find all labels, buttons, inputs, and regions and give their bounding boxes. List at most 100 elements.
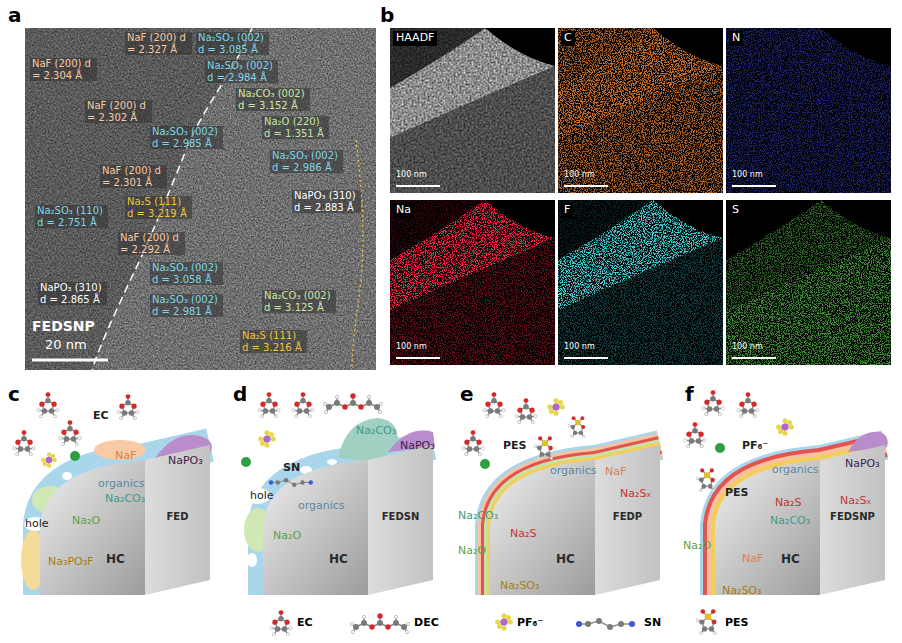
layer-label: NaF [115,450,136,463]
legend-label: PF₆⁻ [517,617,543,630]
layer-label: hole [25,518,49,531]
layer-label: organics [298,500,345,513]
map-label: N [729,31,743,46]
electrode-block: HC FED [40,445,210,595]
lattice-label: Na₂SO₃ (002) d = 2.981 Å [150,294,223,317]
legend-label: EC [297,617,313,630]
molecule-label: EC [93,410,109,423]
substrate-label: HC [781,553,800,567]
legend-label: PES [725,617,749,630]
panel-letter: b [380,4,394,27]
legend-label: SN [644,617,661,630]
layer-label: NaF [605,466,626,479]
layer-label: NaPO₃ [168,455,203,468]
lattice-label: Na₂SO₃ (002) d = 2.984 Å [205,60,278,83]
lattice-label: NaF (200) d = 2.304 Å [30,58,97,81]
scale-label: 100 nm [564,342,595,351]
scale-label: 100 nm [396,170,427,179]
layer-label: Na₃PO₃F [48,556,93,569]
electrolyte-label: FEDSNP [820,511,885,523]
lattice-label: Na₂S (111) d = 3.219 Å [125,196,192,219]
layer-label: organics [98,478,145,491]
electrode-block: HC FEDP [490,445,660,595]
map-label: C [561,31,575,46]
layer-label: Na₂O [683,540,711,553]
panel-letter: a [8,4,22,27]
substrate-label: HC [329,553,348,567]
sei-schematic [13,392,212,595]
substrate-label: HC [106,553,125,567]
lattice-label: Na₂CO₃ (002) d = 3.152 Å [236,88,310,111]
panel-letter: d [233,383,247,406]
layer-label: NaPO₃ [400,440,435,453]
scale-label: 100 nm [732,342,763,351]
layer-label: Na₂S [510,528,536,541]
lattice-label: Na₂SO₃ (110) d = 2.751 Å [35,205,108,228]
layer-label: hole [250,490,274,503]
sei-schematic [462,392,660,595]
lattice-label: Na₂CO₃ (002) d = 3.125 Å [262,290,336,313]
substrate-label: HC [556,553,575,567]
layer-label: Na₂O [273,530,301,543]
lattice-label: NaF (200) d = 2.302 Å [85,100,152,123]
eds-map-tile: N 100 nm [726,28,891,193]
layer-label: NaPO₃ [845,458,880,471]
layer-label: Na₂SO₃ [722,585,761,598]
layer-label: organics [550,465,597,478]
eds-maps [390,28,891,365]
electrode-block: HC FEDSNP [715,445,885,595]
molecule-label: PF₆⁻ [742,440,768,453]
lattice-label: NaF (200) d = 2.292 Å [118,232,185,255]
layer-label: Na₂Sₓ [840,495,871,508]
molecule-label: PES [503,440,527,453]
lattice-label: NaF (200) d = 2.327 Å [125,32,192,55]
layer-label: Na₂CO₃ [105,493,145,506]
eds-map-tile: HAADF 100 nm [390,28,555,193]
electrolyte-label: FEDP [595,511,660,523]
lattice-label: Na₂SO₃ (002) d = 2.986 Å [270,150,343,173]
lattice-label: Na₂SO₃ (002) d = 2.985 Å [150,126,223,149]
lattice-label: NaF (200) d = 2.301 Å [100,165,167,188]
panel-letter: f [685,383,694,406]
panel-letter: e [460,383,474,406]
scale-label: 20 nm [45,338,87,353]
eds-map-tile: F 100 nm [558,200,723,365]
map-label: Na [393,203,414,218]
tem-image [25,28,376,370]
eds-map-tile: S 100 nm [726,200,891,365]
layer-label: Na₂CO₃ [356,425,396,438]
molecule-label: PES [725,487,749,500]
map-label: F [561,203,573,218]
eds-map-tile: C 100 nm [558,28,723,193]
scale-label: 100 nm [396,342,427,351]
map-label: HAADF [393,31,437,46]
layer-label: Na₂O [458,545,486,558]
sei-schematic [684,390,888,595]
scale-label: 100 nm [564,170,595,179]
legend-icons [270,609,717,635]
sei-schematic [241,392,435,595]
lattice-label: Na₂SO₃ (002) d = 3.085 Å [196,32,269,55]
eds-map-tile: Na 100 nm [390,200,555,365]
electrode-block: HC FEDSN [263,445,433,595]
legend-label: DEC [414,617,439,630]
map-label: S [729,203,742,218]
layer-label: organics [772,464,819,477]
layer-label: Na₂Sₓ [620,488,651,501]
layer-label: Na₂SO₃ [500,580,539,593]
layer-label: Na₂O [72,515,100,528]
layer-label: Na₂CO₃ [770,515,810,528]
electrolyte-label: FEDSN [368,511,433,523]
electrolyte-label: FED [145,511,210,523]
sample-label: FEDSNP [32,318,95,334]
molecule-label: SN [283,462,300,475]
scale-label: 100 nm [732,170,763,179]
lattice-label: NaPO₃ (310) d = 2.865 Å [38,282,107,305]
layer-label: NaF [742,553,763,566]
lattice-label: NaPO₃ (310) d = 2.883 Å [292,190,361,213]
layer-label: Na₂CO₃ [458,510,498,523]
lattice-label: Na₂O (220) d = 1.351 Å [262,116,329,139]
lattice-label: Na₂SO₃ (002) d = 3.058 Å [150,262,223,285]
lattice-label: Na₂S (111) d = 3.216 Å [240,330,307,353]
